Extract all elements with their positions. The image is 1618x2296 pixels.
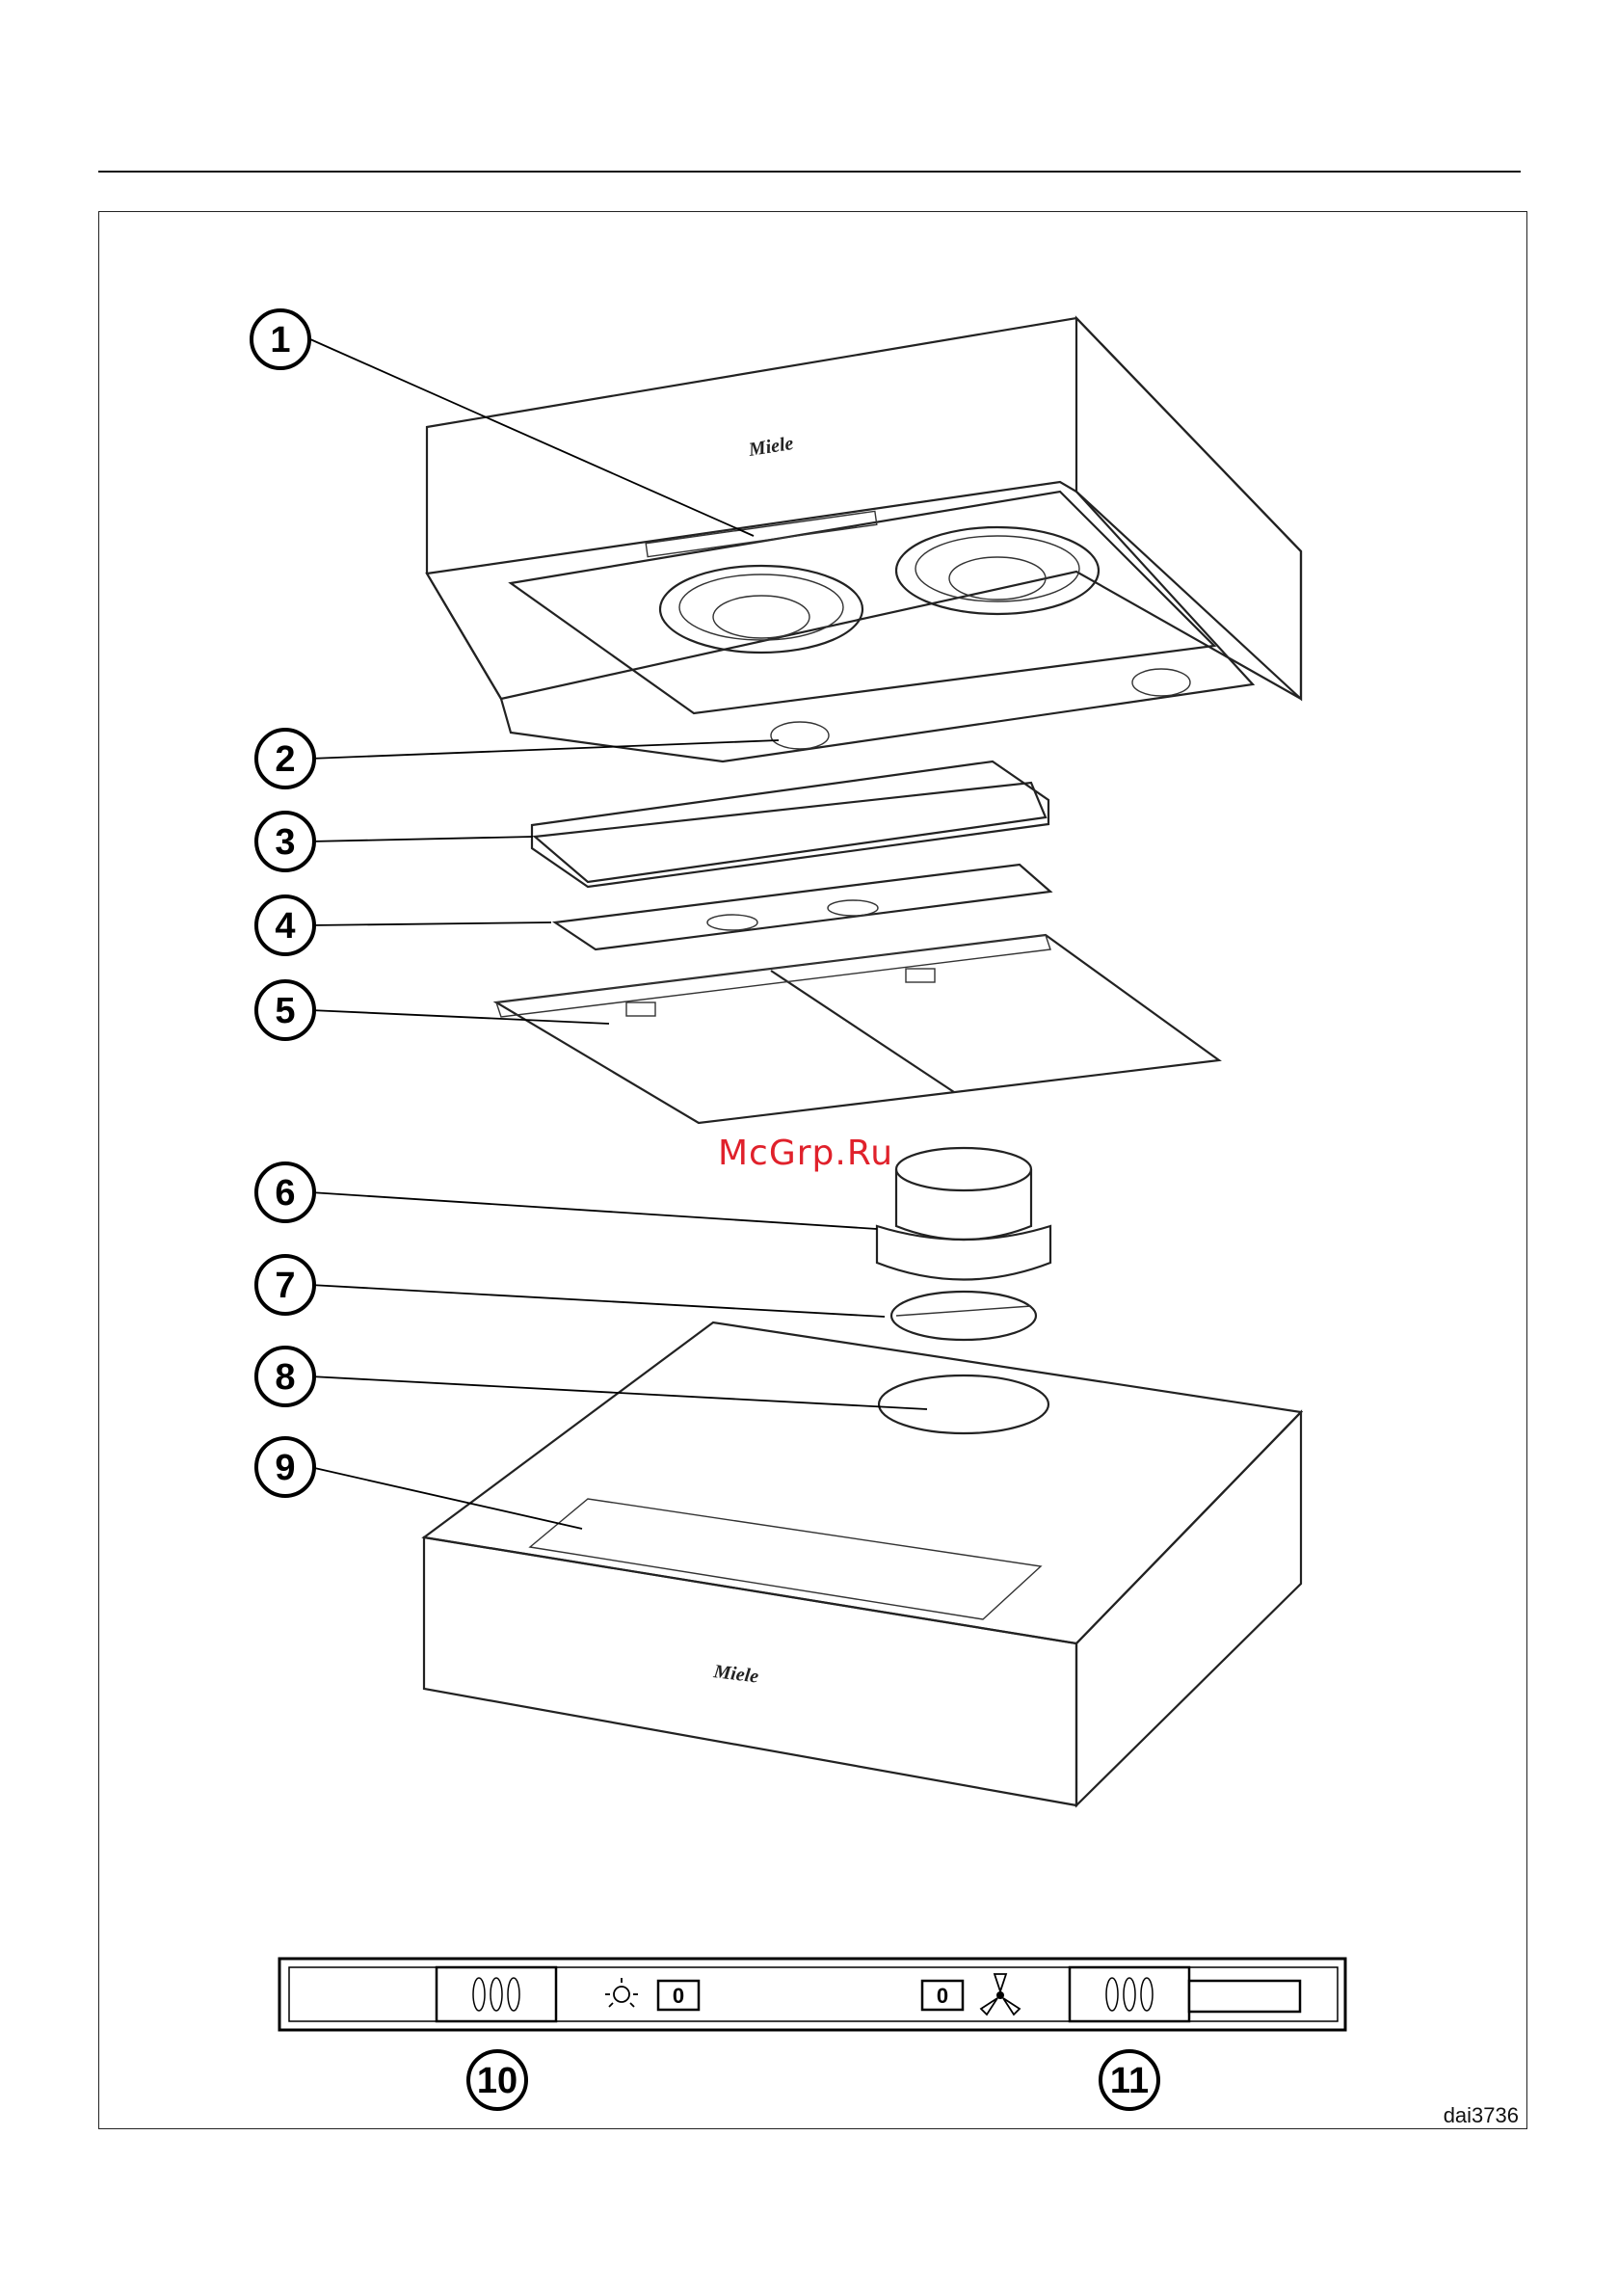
light-level-value: 0	[673, 1984, 684, 2008]
brand-logo-top: Miele	[746, 433, 795, 461]
callout-7-label: 7	[275, 1266, 295, 1306]
callout-9: 9	[256, 1438, 314, 1496]
duct-connector	[877, 1148, 1050, 1280]
callout-5-label: 5	[275, 991, 295, 1031]
callout-8: 8	[256, 1348, 314, 1405]
callout-3: 3	[256, 813, 314, 870]
callout-5: 5	[256, 981, 314, 1039]
callout-4-label: 4	[275, 906, 295, 947]
callout-10-label: 10	[477, 2061, 517, 2101]
fan-level-value: 0	[937, 1984, 948, 2008]
fan-left	[660, 566, 862, 653]
control-strip	[646, 511, 877, 556]
air-vents	[530, 1499, 1041, 1619]
lamp-cover-left	[771, 722, 829, 749]
callout-4: 4	[256, 896, 314, 954]
filter-tray	[555, 865, 1050, 949]
callout-6-label: 6	[275, 1173, 295, 1214]
light-level-display: 0	[658, 1981, 699, 2010]
callout-11: 11	[1101, 2051, 1158, 2109]
nameplate	[1189, 1981, 1300, 2012]
hood-bottom: Miele	[424, 1322, 1301, 1805]
callout-2-label: 2	[275, 739, 295, 780]
watermark: McGrp.Ru	[718, 1134, 893, 1173]
fan-right	[896, 527, 1099, 614]
callout-7: 7	[256, 1256, 314, 1314]
callout-9-label: 9	[275, 1448, 295, 1488]
fan-level-display: 0	[922, 1981, 963, 2010]
callout-10: 10	[468, 2051, 526, 2109]
light-switch[interactable]	[437, 1967, 556, 2021]
callout-8-label: 8	[275, 1357, 295, 1398]
brand-logo-bottom: Miele	[711, 1661, 759, 1688]
callout-11-label: 11	[1110, 2061, 1149, 2101]
charcoal-filter	[532, 761, 1048, 887]
figure-reference: dai3736	[1444, 2103, 1519, 2127]
lamp-cover-right	[1132, 669, 1190, 696]
fan-switch[interactable]	[1070, 1967, 1189, 2021]
callout-1-label: 1	[270, 320, 290, 360]
callout-3-label: 3	[275, 822, 295, 863]
callout-2: 2	[256, 730, 314, 788]
callout-1: 1	[252, 310, 309, 368]
leader-lines	[310, 339, 927, 1529]
backflow-flap	[891, 1292, 1036, 1340]
duct-opening	[879, 1375, 1048, 1433]
control-panel: 0 0	[279, 1959, 1345, 2030]
grease-filters	[496, 935, 1219, 1123]
hood-top: Miele	[427, 318, 1301, 761]
callout-6: 6	[256, 1163, 314, 1221]
